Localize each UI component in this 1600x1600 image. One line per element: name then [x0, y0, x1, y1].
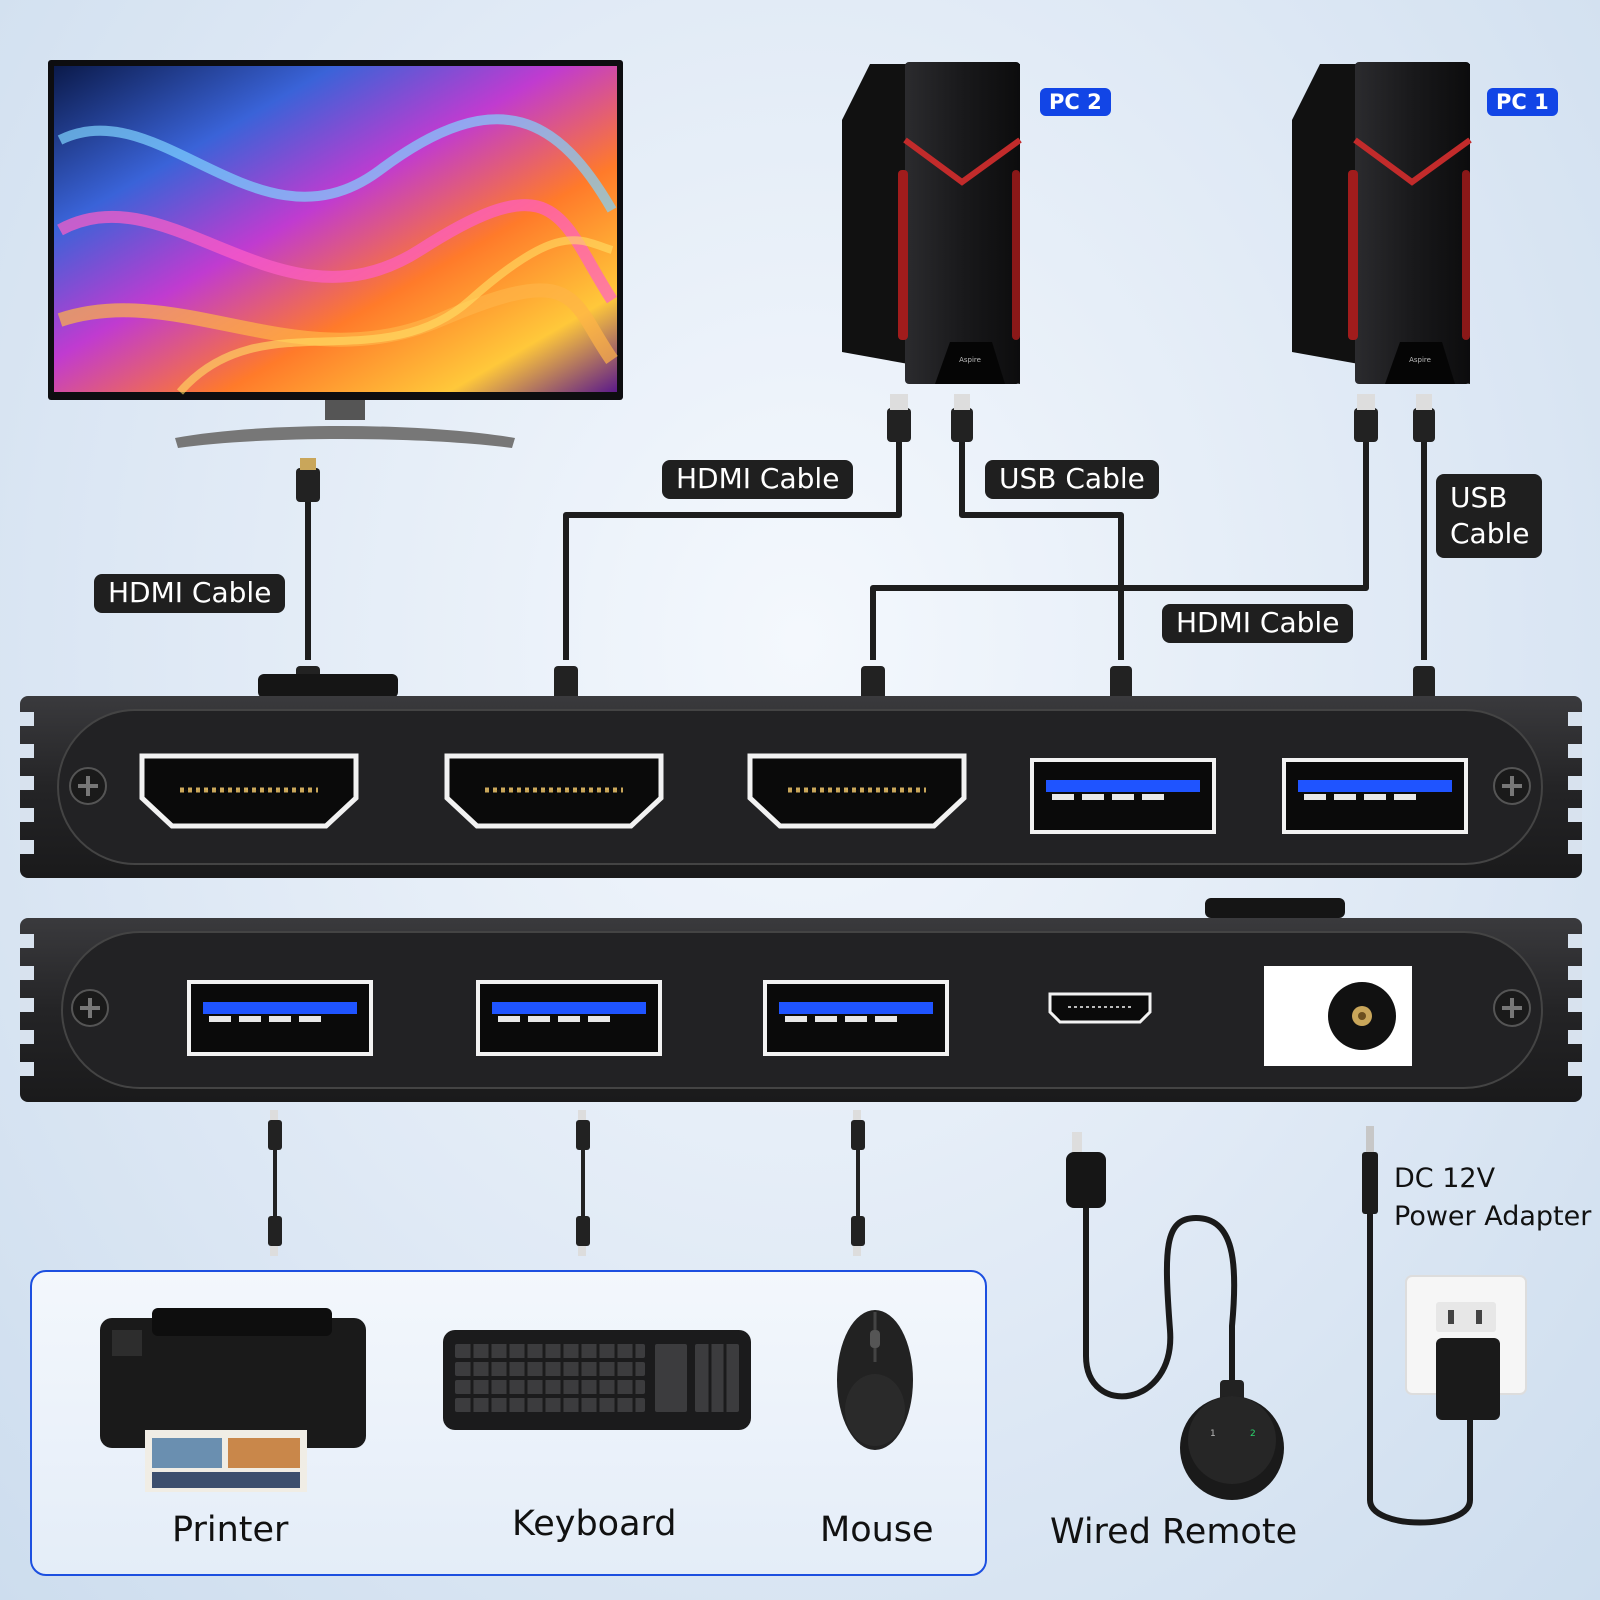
wired-remote: 1 2 — [1066, 1132, 1284, 1500]
pc1-hdmi-cable — [870, 440, 1369, 660]
pc2-brand: Aspire — [959, 356, 981, 364]
monitor — [48, 60, 623, 448]
usb-port-pc2 — [1030, 758, 1216, 834]
top-cables — [305, 440, 1427, 660]
power-line2: Power Adapter — [1394, 1201, 1592, 1232]
usb-cable-printer — [268, 1110, 282, 1256]
screw-icon — [1493, 767, 1531, 805]
screw-icon — [1493, 989, 1531, 1027]
printer-caption: Printer — [172, 1510, 289, 1550]
pc2-usb-label: USB Cable — [985, 460, 1159, 499]
pc-1-tower: Aspire — [1292, 62, 1472, 384]
hdmi-port-out — [139, 753, 359, 829]
usb-port-mouse — [763, 980, 949, 1056]
screw-icon — [71, 989, 109, 1027]
bottom-cables — [268, 1110, 865, 1256]
kvm-panel-top — [20, 674, 1582, 878]
pc2-tag: PC 2 — [1040, 88, 1111, 116]
usb-cable-keyboard — [576, 1110, 590, 1256]
kvm-panel-bottom — [20, 898, 1582, 1102]
pc2-hdmi-label: HDMI Cable — [662, 460, 854, 499]
screw-icon — [69, 767, 107, 805]
hdmi-port-pc2 — [444, 753, 664, 829]
remote-caption: Wired Remote — [1050, 1512, 1298, 1552]
monitor-hdmi-label: HDMI Cable — [94, 574, 286, 613]
power-line1: DC 12V — [1394, 1163, 1496, 1194]
dc-power-port — [1264, 966, 1412, 1066]
usb-cable-mouse — [851, 1110, 865, 1256]
usb-port-keyboard — [476, 980, 662, 1056]
pc-2-tower: Aspire — [842, 62, 1022, 384]
keyboard-icon — [443, 1330, 751, 1430]
mouse-icon — [837, 1310, 913, 1450]
pc1-brand: Aspire — [1409, 356, 1431, 364]
top-connectors — [296, 394, 1435, 712]
hdmi-port-pc1 — [747, 753, 967, 829]
pc1-tag: PC 1 — [1487, 88, 1558, 116]
printer-icon — [100, 1308, 366, 1492]
pc2-hdmi-cable — [563, 440, 902, 660]
pc1-hdmi-label: HDMI Cable — [1162, 604, 1354, 643]
micro-usb-remote-port — [1048, 992, 1152, 1024]
monitor-stand — [175, 426, 515, 448]
keyboard-caption: Keyboard — [512, 1504, 677, 1544]
mouse-caption: Mouse — [820, 1510, 934, 1550]
usb-port-pc1 — [1282, 758, 1468, 834]
remote-btn-1: 1 — [1210, 1429, 1216, 1439]
usb-port-printer — [187, 980, 373, 1056]
remote-btn-2: 2 — [1250, 1429, 1256, 1439]
power-adapter — [1362, 1126, 1527, 1526]
pc1-usb-label: USB Cable — [1436, 474, 1542, 558]
